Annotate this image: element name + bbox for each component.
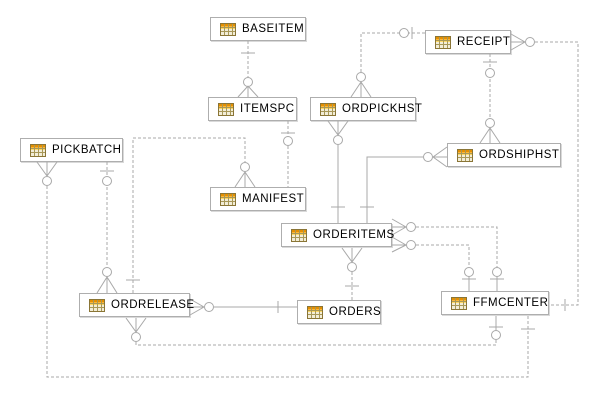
entity-label: PICKBATCH [52,144,122,156]
entity-label: BASEITEM [242,23,305,35]
entity-label: RECEIPT [457,36,511,48]
entity-orderitems[interactable]: ORDERITEMS [281,223,395,247]
relationship-orderitems-ffmcenter-1[interactable] [391,218,504,291]
entity-ordshiphst[interactable]: ORDSHIPHST [447,143,561,167]
table-icon [457,148,473,162]
entity-label: ORDPICKHST [342,103,423,115]
table-icon [220,192,236,206]
relationship-orderitems-ffmcenter-2[interactable] [391,236,476,291]
entity-label: FFMCENTER [473,297,549,309]
entity-label: ORDRELEASE [111,299,195,311]
entity-baseitem[interactable]: BASEITEM [210,17,306,41]
table-icon [307,305,323,319]
relationship-pickbatch-ordrelease[interactable] [96,162,118,294]
table-icon [451,296,467,310]
relationship-receipt-ordpickhst[interactable] [350,27,425,98]
relationship-receipt-ordshiphst[interactable] [479,54,501,144]
table-icon [220,22,236,36]
relationship-ordrelease-orders[interactable] [189,298,297,316]
relationship-orderitems-orders[interactable] [341,247,363,300]
relationship-ordpickhst-orderitems[interactable] [327,120,349,223]
relationship-receipt-ffmcenter[interactable] [510,33,579,311]
entity-label: ORDSHIPHST [479,149,560,161]
entity-manifest[interactable]: MANIFEST [210,187,306,211]
entity-label: ORDERITEMS [313,229,395,241]
relationship-ordrelease-manifest[interactable] [126,137,256,293]
relationship-itemspc-manifest[interactable] [281,121,295,187]
relationship-pickbatch-ffmcenter[interactable] [36,161,535,378]
entity-ordrelease[interactable]: ORDRELEASE [79,293,194,317]
entity-label: ITEMSPC [240,103,295,115]
table-icon [320,102,336,116]
table-icon [435,35,451,49]
table-icon [218,102,234,116]
entity-pickbatch[interactable]: PICKBATCH [20,138,123,162]
entity-ordpickhst[interactable]: ORDPICKHST [310,97,422,121]
entity-itemspc[interactable]: ITEMSPC [208,97,297,121]
entity-receipt[interactable]: RECEIPT [425,30,511,54]
table-icon [30,143,46,157]
relationship-ordshiphst-orderitems[interactable] [360,146,448,223]
entity-ffmcenter[interactable]: FFMCENTER [441,291,549,315]
table-icon [89,298,105,312]
entity-label: ORDERS [329,306,382,318]
table-icon [291,228,307,242]
relationship-baseitem-itemspc[interactable] [237,41,259,98]
entity-orders[interactable]: ORDERS [297,300,381,324]
entity-label: MANIFEST [242,193,305,205]
relationship-ordrelease-ffmcenter[interactable] [125,316,503,346]
